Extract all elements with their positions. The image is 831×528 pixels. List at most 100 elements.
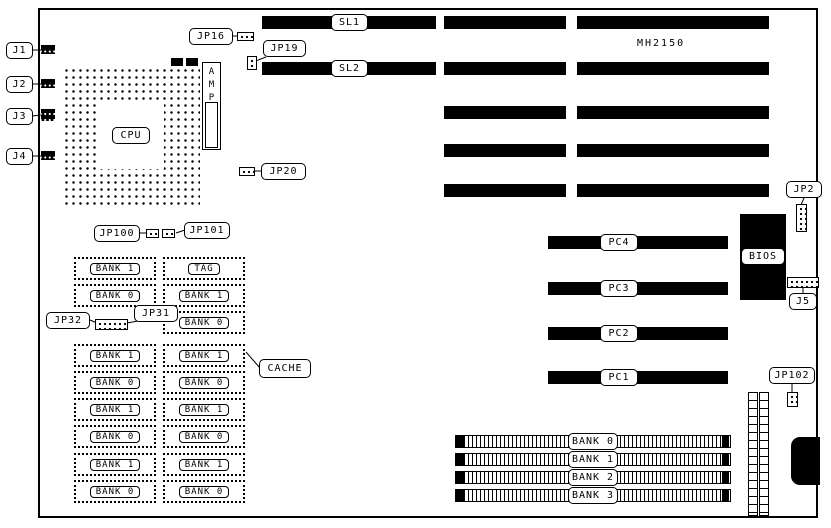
keyboard-connector [791, 437, 820, 485]
chip-label: BANK 0 [89, 289, 141, 302]
simm-latch [457, 472, 464, 483]
chip-label: BANK 0 [89, 430, 141, 443]
slot-label-pc3: PC3 [600, 280, 638, 297]
slot-label-pc2: PC2 [600, 325, 638, 342]
power-connector [748, 392, 758, 516]
isa-slot-bar [577, 184, 769, 197]
connector-label-j3: J3 [6, 108, 33, 125]
chip-label: BANK 1 [89, 403, 141, 416]
simm-latch [457, 454, 464, 465]
connector-j4 [41, 151, 55, 160]
cache-chip: TAG [163, 257, 245, 280]
simm-latch [722, 454, 729, 465]
chip-label: BANK 1 [89, 262, 141, 275]
connector-j2 [41, 79, 55, 88]
cache-chip: BANK 1 [163, 344, 245, 367]
chip-label: BANK 1 [178, 289, 230, 302]
cache-chip: BANK 0 [74, 425, 156, 448]
cache-chip: BANK 1 [74, 344, 156, 367]
capacitor [186, 58, 198, 66]
simm-bank-label: BANK 3 [568, 487, 618, 504]
cache-chip: BANK 0 [163, 480, 245, 503]
pci-slot-bar [548, 282, 728, 295]
cache-chip: BANK 1 [74, 257, 156, 280]
chip-label: BANK 1 [89, 458, 141, 471]
cpu-socket: CPU [62, 66, 200, 206]
jumper-label-jp16: JP16 [189, 28, 233, 45]
jumper-jp2 [796, 204, 807, 232]
isa-slot-bar [444, 16, 566, 29]
power-connector [759, 392, 769, 516]
cache-chip: BANK 0 [74, 371, 156, 394]
bios-label: BIOS [741, 248, 785, 265]
jumper-j5 [787, 277, 819, 288]
capacitor [171, 58, 183, 66]
simm-latch [722, 472, 729, 483]
cache-chip: BANK 0 [163, 425, 245, 448]
chip-label: BANK 1 [89, 349, 141, 362]
cache-chip: BANK 1 [163, 284, 245, 307]
jumper-jp100 [146, 229, 159, 238]
jumper-label-jp20: JP20 [261, 163, 306, 180]
jumper-jp31-jp32 [95, 319, 128, 330]
cache-chip: BANK 0 [163, 311, 245, 334]
isa-slot-bar [444, 106, 566, 119]
chip-label: BANK 1 [178, 349, 230, 362]
jumper-jp16 [237, 32, 254, 41]
simm-latch [457, 436, 464, 447]
connector-label-j1: J1 [6, 42, 33, 59]
connector-j3 [41, 109, 55, 121]
chip-label: BANK 0 [89, 485, 141, 498]
simm-latch [457, 490, 464, 501]
cache-chip: BANK 0 [74, 480, 156, 503]
chip-label: BANK 0 [178, 376, 230, 389]
connector-label-j4: J4 [6, 148, 33, 165]
cache-chip: BANK 0 [74, 284, 156, 307]
chip-label: BANK 1 [178, 458, 230, 471]
chip-label: BANK 0 [178, 430, 230, 443]
cache-chip: BANK 1 [163, 453, 245, 476]
chip-label: BANK 0 [89, 376, 141, 389]
isa-slot-bar [577, 62, 769, 75]
jumper-label-jp31: JP31 [134, 305, 178, 322]
simm-bank-label: BANK 1 [568, 451, 618, 468]
slot-label-pc1: PC1 [600, 369, 638, 386]
slot-label-sl2: SL2 [331, 60, 368, 77]
jumper-jp101 [162, 229, 175, 238]
isa-slot-bar [577, 106, 769, 119]
simm-latch [722, 490, 729, 501]
regulator-bar [205, 102, 218, 148]
cache-label: CACHE [259, 359, 311, 378]
chip-label: BANK 0 [178, 316, 230, 329]
jumper-label-jp2: JP2 [786, 181, 822, 198]
board-outline [38, 8, 818, 518]
jumper-label-jp101: JP101 [184, 222, 230, 239]
chip-label: BANK 1 [178, 403, 230, 416]
jumper-label-jp32: JP32 [46, 312, 90, 329]
isa-slot-bar [577, 144, 769, 157]
cache-chip: BANK 0 [163, 371, 245, 394]
isa-slot-bar [444, 62, 566, 75]
slot-label-pc4: PC4 [600, 234, 638, 251]
jumper-jp102 [787, 392, 798, 407]
connector-j1 [41, 45, 55, 54]
jumper-jp19 [247, 56, 257, 70]
board-model: MH2150 [637, 38, 686, 49]
cache-chip: BANK 1 [74, 398, 156, 421]
simm-latch [722, 436, 729, 447]
cpu-label: CPU [112, 127, 150, 144]
jumper-jp20 [239, 167, 255, 176]
slot-label-sl1: SL1 [331, 14, 368, 31]
pci-slot-bar [548, 236, 728, 249]
isa-slot-bar [444, 184, 566, 197]
chip-label: BANK 0 [178, 485, 230, 498]
jumper-label-j5: J5 [789, 293, 817, 310]
isa-slot-bar [444, 144, 566, 157]
pci-slot-bar [548, 371, 728, 384]
pci-slot-bar [548, 327, 728, 340]
isa-slot-bar [577, 16, 769, 29]
cache-chip: BANK 1 [74, 453, 156, 476]
cache-chip: BANK 1 [163, 398, 245, 421]
connector-label-j2: J2 [6, 76, 33, 93]
